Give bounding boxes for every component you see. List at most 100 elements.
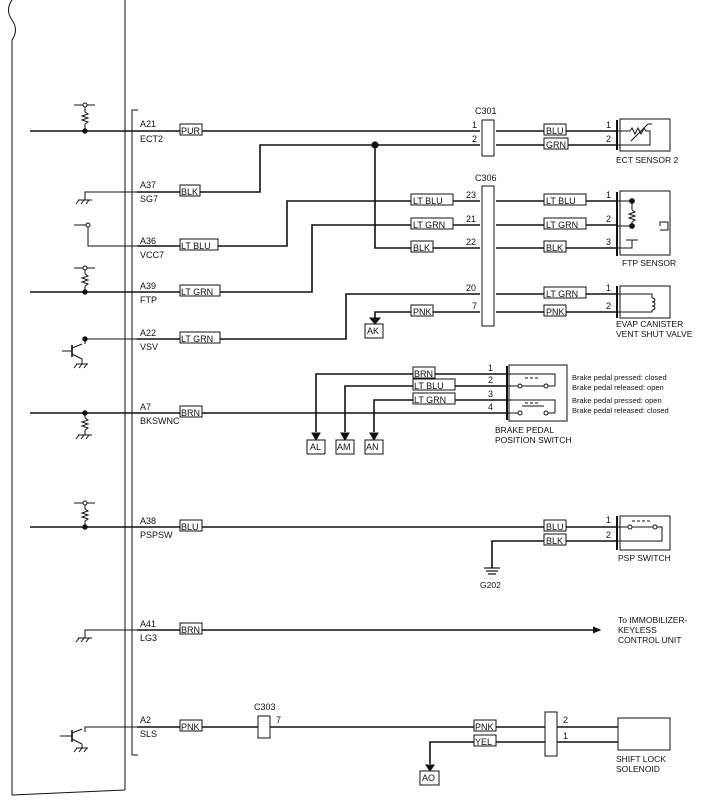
wire-color: PNK	[475, 722, 494, 732]
ground-icon	[75, 629, 137, 643]
pin-id: A39	[140, 281, 156, 291]
pullup-resistor-icon	[30, 102, 137, 134]
wire-color: LT BLU	[546, 196, 576, 206]
ref-label: AK	[367, 326, 379, 336]
wire-color: BLU	[181, 522, 199, 532]
component-label: SHIFT LOCK	[616, 754, 666, 764]
transistor-icon	[60, 726, 137, 753]
connector-pin: 1	[563, 731, 568, 741]
component-pin: 1	[606, 515, 611, 525]
component-label: EVAP CANISTER	[616, 319, 683, 329]
connector-label: C301	[475, 106, 497, 116]
wire-color: BLK	[181, 187, 198, 197]
wire-color: BRN	[181, 625, 200, 635]
reference-text: CONTROL UNIT	[618, 635, 681, 645]
component-label: BRAKE PEDAL	[495, 425, 554, 435]
component-label: POSITION SWITCH	[495, 435, 572, 445]
shift-lock-solenoid: SHIFT LOCK SOLENOID	[616, 717, 671, 774]
wire-color: BLK	[546, 536, 563, 546]
connector-c303: C303 7	[254, 702, 281, 739]
component-pin: 4	[488, 402, 493, 412]
switch-note: Brake pedal pressed: closed	[572, 373, 667, 382]
connector-c301: C301 1 2	[472, 106, 497, 157]
component-label: FTP SENSOR	[622, 258, 676, 268]
connector-pin: 7	[276, 715, 281, 725]
wire-color: LT GRN	[181, 334, 213, 344]
ecm-pin-labels: A21 ECT2 A37 SG7 A36 VCC7 A39 FTP A22 VS…	[140, 119, 180, 739]
pin-name: SLS	[140, 729, 157, 739]
pin-id: A7	[140, 402, 151, 412]
component-pin: 1	[488, 363, 493, 373]
pin-name: FTP	[140, 295, 157, 305]
ref-label: AM	[337, 442, 351, 452]
wire-color: PNK	[413, 307, 432, 317]
wire-color: LT GRN	[414, 395, 446, 405]
connector-shift-lock: 2 1	[544, 711, 568, 757]
pin-name: VSV	[140, 342, 158, 352]
ect-sensor: 1 2 ECT SENSOR 2	[606, 118, 678, 165]
ecm-internal-circuits	[30, 102, 137, 753]
pin-name: VCC7	[140, 250, 164, 260]
wire-color: BLU	[546, 126, 564, 136]
vcc-supply-icon	[74, 222, 137, 247]
ground-g202: G202	[480, 567, 501, 590]
wire-color: LT BLU	[413, 196, 443, 206]
component-pin: 2	[606, 134, 611, 144]
reference-boxes: AK AL AM AN AO	[306, 323, 440, 786]
switch-note: Brake pedal pressed: open	[572, 396, 662, 405]
component-pin: 2	[606, 530, 611, 540]
pin-id: A37	[140, 180, 156, 190]
pin-name: LG3	[140, 633, 157, 643]
connector-pin: 20	[466, 283, 476, 293]
pin-id: A38	[140, 516, 156, 526]
ref-arrows	[311, 317, 435, 772]
pin-name: BKSWNC	[140, 416, 180, 426]
reference-text: To IMMOBILIZER-	[618, 615, 688, 625]
ref-label: AO	[422, 773, 435, 783]
component-label: PSP SWITCH	[618, 553, 671, 563]
wire-color: PUR	[181, 126, 201, 136]
component-pin: 2	[488, 375, 493, 385]
reference-text: KEYLESS	[618, 625, 657, 635]
component-pin: 2	[606, 214, 611, 224]
component-label: VENT SHUT VALVE	[616, 329, 693, 339]
psp-switch: 1 2 PSP SWITCH	[606, 515, 671, 563]
connector-label: C303	[254, 702, 276, 712]
component-pin: 1	[606, 190, 611, 200]
brake-switch: 1 2 3 4 BRAKE PEDAL POSITION SWITCH Brak…	[488, 363, 669, 445]
pulldown-resistor-icon	[30, 410, 137, 440]
pin-id: A36	[140, 236, 156, 246]
ground-label: G202	[480, 580, 501, 590]
thermistor-icon	[630, 123, 649, 142]
pin-id: A21	[140, 119, 156, 129]
component-pin: 3	[606, 237, 611, 247]
pin-id: A41	[140, 619, 156, 629]
wire-color: PNK	[546, 307, 565, 317]
pullup-resistor-icon	[30, 265, 137, 295]
pullup-resistor-icon	[30, 500, 137, 530]
ground-icon	[75, 191, 137, 205]
ref-label: AN	[366, 442, 379, 452]
wire-color: BLU	[546, 522, 564, 532]
pin-name: SG7	[140, 194, 158, 204]
wire-color: YEL	[475, 737, 492, 747]
component-pin: 1	[606, 283, 611, 293]
connector-pin: 23	[466, 190, 476, 200]
connector-pin: 7	[472, 301, 477, 311]
ftp-sensor: 1 2 3 FTP SENSOR	[606, 190, 676, 268]
wire-color: LT BLU	[181, 241, 211, 251]
connector-c306: C306 23 21 22 20 7	[466, 173, 497, 327]
wire-color: LT GRN	[546, 220, 578, 230]
wire-color: LT GRN	[546, 289, 578, 299]
evap-valve: 1 2 EVAP CANISTER VENT SHUT VALVE	[606, 283, 693, 339]
wire-color: BLK	[546, 243, 563, 253]
connector-pin: 2	[563, 715, 568, 725]
connector-pin: 21	[466, 214, 476, 224]
pin-id: A22	[140, 328, 156, 338]
connector-pin: 2	[472, 134, 477, 144]
switch-note: Brake pedal released: closed	[572, 406, 669, 415]
wire-color: LT GRN	[413, 220, 445, 230]
pin-name: ECT2	[140, 134, 163, 144]
wire-color: GRN	[546, 140, 566, 150]
